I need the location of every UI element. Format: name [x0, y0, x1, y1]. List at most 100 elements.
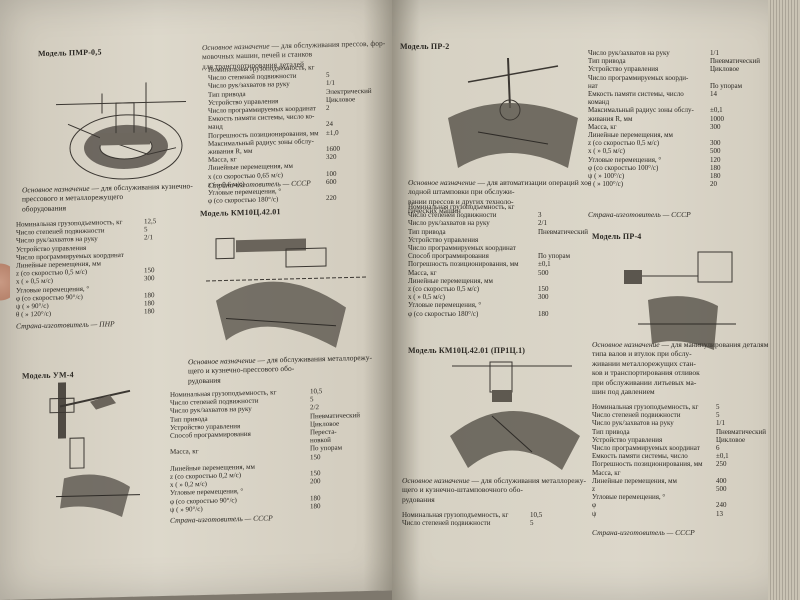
spec-label: θ ( » 100°/с) [588, 180, 624, 189]
spec-value: 600 [326, 177, 337, 186]
spec-label: Число рук/захватов на руку [592, 419, 674, 428]
spec-label: Тип привода [408, 227, 446, 236]
spec-label: φ (со скоростью 100°/с) [588, 163, 659, 172]
spec-value: 150 [310, 469, 321, 478]
spec-label: Масса, кг [588, 122, 617, 131]
spec-value: 180 [710, 172, 721, 180]
spec-label: Устройство управления [588, 65, 659, 74]
spec-value: 150 [144, 266, 155, 275]
left-page: Модель ПМР-0,5 Основное назначение — для… [0, 0, 395, 600]
thumb [0, 258, 10, 306]
spec-label: Устройство управления [408, 235, 479, 244]
spec-value: 24 [326, 120, 333, 129]
spec-value: 300 [710, 122, 721, 131]
spec-row: Число программируемых координат 6 [592, 444, 720, 452]
robot-diagram-2 [196, 217, 376, 348]
spec-label: Число степеней подвижности [408, 211, 497, 220]
spec-label: Число программируемых координат [408, 244, 516, 252]
spec-label: Масса, кг [592, 468, 621, 477]
spec-value: По упорам [538, 252, 571, 261]
robot-diagram-1 [16, 61, 206, 186]
spec-row: Максимальный радиус зоны обслу- [208, 137, 314, 148]
spec-value: 14 [710, 90, 717, 98]
spec-value: ±1,0 [326, 128, 339, 137]
spec-value: 240 [716, 501, 727, 510]
spec-value: Цикловое [326, 95, 356, 104]
spec-value: 1/1 [326, 79, 335, 88]
spec-label: z (со скоростью 0,5 м/с) [408, 285, 480, 293]
spec-row: φ (со скоростью 90°/с)180 [16, 291, 155, 302]
spec-value: 3 [538, 211, 542, 220]
spec-label: ψ ( » 90°/с) [170, 504, 203, 514]
spec-label: Угловые перемещения, ° [592, 493, 666, 502]
maker-3: Страна-изготовитель — СССР [170, 513, 273, 525]
spec-value: 5 [310, 395, 314, 404]
spec-label: Номинальная грузоподъемность, кг [408, 203, 515, 211]
spec-value: 180 [144, 291, 155, 300]
spec-value: 6 [716, 444, 720, 452]
spec-row: z (со скоростью 0,5 м/с)150 [408, 285, 549, 293]
maker-top: Страна-изготовитель — СССР [588, 210, 691, 219]
spec-value: 500 [716, 485, 727, 493]
spec-label: Число рук/захватов на руку [588, 49, 670, 57]
spec-label: φ (со скоростью 90°/с) [170, 495, 237, 506]
spec-label: φ (со скоростью 180°/с) [408, 309, 479, 318]
maker-1: Страна-изготовитель — СССР [208, 178, 311, 190]
spec-row: Угловые перемещения, ° [408, 302, 481, 309]
spec-row: Емкость памяти системы, число ко- [208, 112, 315, 124]
spec-label: Число рук/захватов на руку [208, 80, 290, 91]
robot-diagram-3 [30, 382, 170, 518]
spec-label: z (со скоростью 0,5 м/с) [588, 139, 660, 148]
spec-value: Пневматический [310, 410, 361, 421]
spec-value: 180 [310, 493, 321, 503]
spec-value: 13 [716, 509, 723, 518]
spec-value: 500 [538, 268, 549, 277]
robot-diagram-4 [448, 48, 578, 168]
spec-label: z [592, 485, 596, 493]
model-title-km: Модель КМ10Ц.42.01 [200, 207, 281, 219]
spec-value: 250 [716, 460, 727, 469]
spec-value: 220 [326, 193, 337, 203]
spec-value: 320 [326, 152, 337, 162]
spec-label: Масса, кг [408, 268, 437, 277]
spec-value: ±0,1 [710, 106, 723, 115]
spec-row: x ( » 0,5 м/с)500 [588, 148, 721, 155]
maker-pr-side: Страна-изготовитель — СССР [592, 528, 695, 537]
purpose-2: Основное назначение — для обслуживания к… [22, 181, 193, 214]
spec-label: Число программируемых координат [592, 444, 700, 452]
spec-row: Устройство управления [408, 235, 479, 244]
spec-value: 2 [326, 103, 330, 113]
spec-value: 100 [326, 169, 337, 178]
spec-label: Емкость памяти системы, число ко- [208, 112, 315, 124]
spec-row: Масса, кг 500 [408, 268, 549, 277]
spec-row: ψ ( » 100°/с)180 [588, 173, 721, 180]
spec-value: 300 [538, 293, 549, 302]
spec-label: Масса, кг [170, 447, 199, 457]
spec-label: Число степеней подвижности [402, 519, 491, 528]
spec-value: 5 [716, 411, 720, 420]
spec-row: Число степеней подвижности 3 [408, 211, 542, 220]
spec-label: живания R, мм [588, 114, 633, 123]
spec-value: 1600 [326, 144, 340, 154]
model-title-1: Модель ПМР-0,5 [38, 47, 102, 59]
spec-row: Погрешность позиционирования, мм±0,1 [408, 261, 551, 268]
spec-value: Электрический [326, 86, 372, 96]
spec-value: 5 [326, 71, 330, 80]
spec-label: Максимальный радиус зоны обслу- [588, 106, 694, 115]
